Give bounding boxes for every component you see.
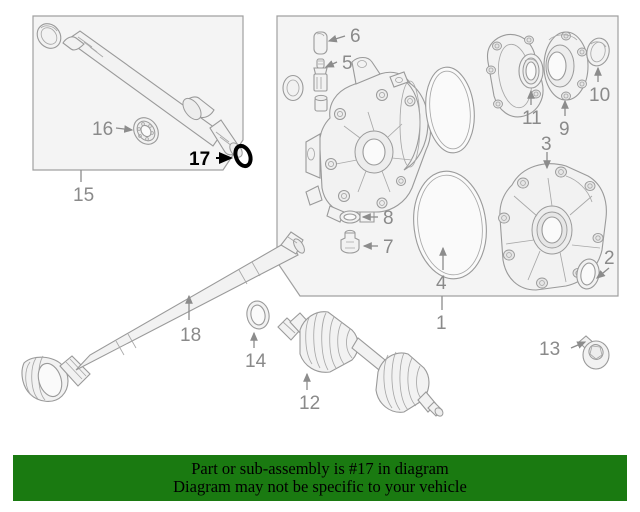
housing-o-ring	[425, 66, 475, 154]
callout-label-13: 13	[539, 339, 560, 360]
callout-label-18: 18	[180, 325, 201, 346]
banner-line-2: Diagram may not be specific to your vehi…	[173, 477, 467, 496]
callout-label-12: 12	[299, 393, 320, 414]
differential-cover	[498, 163, 607, 291]
retaining-ring-highlight	[233, 143, 253, 169]
propeller-drive-shaft	[21, 231, 305, 402]
housing-plug-small	[314, 94, 328, 112]
callout-label-1: 1	[436, 313, 447, 334]
cv-axle-shaft	[277, 311, 444, 417]
plug-sealing-washer	[339, 210, 361, 224]
callout-label-8: 8	[383, 208, 394, 229]
vent-cap-plug	[313, 31, 328, 55]
callout-label-9: 9	[559, 119, 570, 140]
bearing-flange-cover	[543, 31, 589, 101]
cover-gasket-large	[413, 170, 487, 280]
callout-label-16: 16	[92, 119, 113, 140]
callout-label-4: 4	[436, 273, 447, 294]
inset-seal-ring	[36, 23, 62, 49]
shaft-seal-ring	[518, 53, 544, 89]
center-support-bearing	[133, 117, 159, 145]
axle-seal-ring	[246, 300, 270, 330]
callout-label-3: 3	[541, 134, 552, 155]
disclaimer-banner: Part or sub-assembly is #17 in diagram D…	[13, 455, 627, 501]
callout-label-15: 15	[73, 185, 94, 206]
callout-label-6: 6	[350, 26, 361, 47]
small-seal	[586, 37, 610, 67]
breather-vent-valve	[313, 58, 328, 92]
mounting-bolt	[578, 335, 610, 370]
callout-label-17: 17	[189, 149, 210, 170]
callout-label-5: 5	[342, 53, 353, 74]
callout-label-2: 2	[604, 248, 615, 269]
callout-label-14: 14	[245, 351, 267, 372]
callout-label-7: 7	[383, 237, 394, 258]
callout-label-10: 10	[589, 85, 610, 106]
drain-plug	[340, 229, 360, 254]
housing-side-seal	[282, 74, 304, 102]
inset-detail-box	[32, 15, 244, 171]
callout-leaders: 6 5 8 7 4 11 9 10 3 2 1 15 16	[73, 26, 615, 414]
banner-line-1: Part or sub-assembly is #17 in diagram	[191, 459, 449, 479]
seal-ring-2	[576, 258, 600, 290]
callout-label-11: 11	[522, 108, 542, 129]
